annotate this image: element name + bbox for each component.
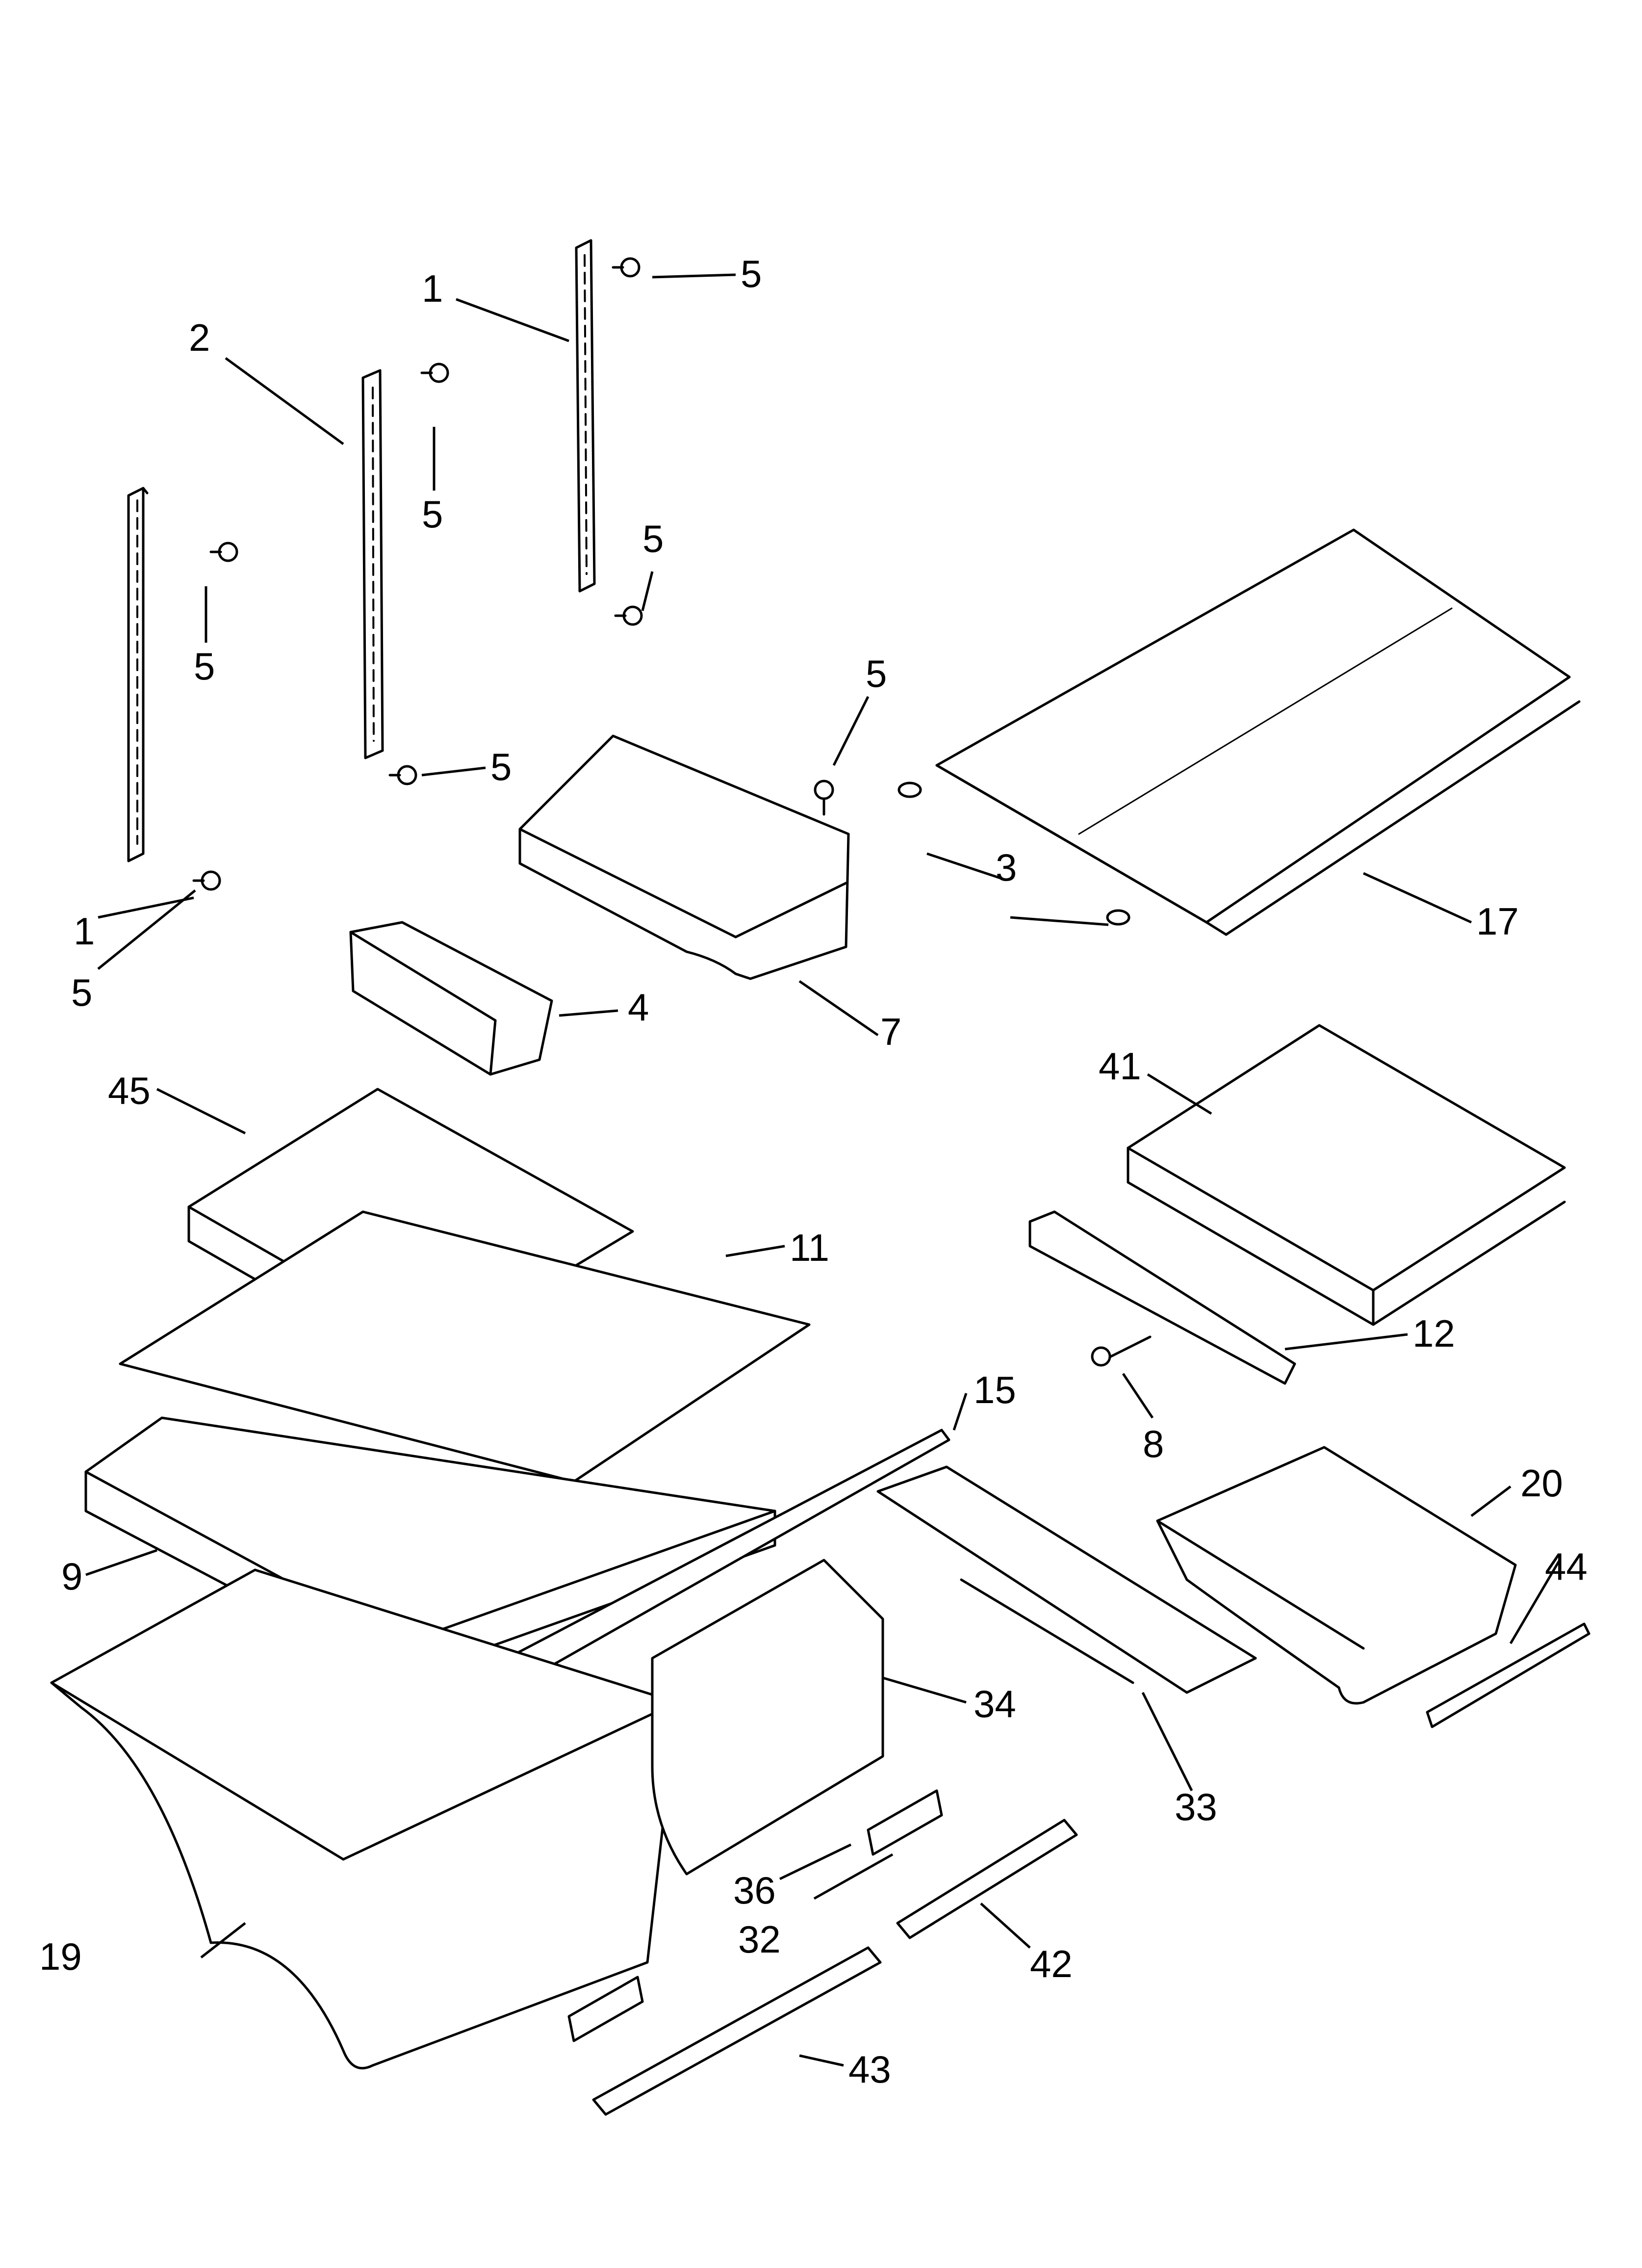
- screw-5: [388, 765, 417, 785]
- callout-5c: 5: [194, 645, 215, 688]
- callout-17: 17: [1476, 900, 1519, 943]
- crisper-left: [50, 1568, 678, 2070]
- shelf-bin: [518, 734, 850, 980]
- callout-5b: 5: [422, 493, 443, 536]
- callout-19: 19: [39, 1935, 82, 1978]
- trim-42: [896, 1819, 1078, 1939]
- leader-lines: [85, 273, 1561, 2067]
- wire-shelf: [935, 528, 1581, 936]
- small-bin: [349, 921, 553, 1076]
- callout-1a: 1: [422, 267, 443, 310]
- shelf-right: [1127, 1024, 1566, 1326]
- screw-8: [1091, 1335, 1152, 1367]
- callout-5f: 5: [866, 652, 887, 695]
- callout-9: 9: [61, 1555, 82, 1598]
- callout-5e: 5: [490, 745, 512, 788]
- callout-11: 11: [790, 1226, 829, 1269]
- callout-5a: 5: [741, 252, 762, 295]
- peg-2: [1106, 909, 1130, 926]
- callout-labels: 1 1 2 3 4 5 5 5 5 5 5 5 7 8 9 11 12 15 1…: [39, 252, 1588, 2091]
- screw-7: [814, 780, 834, 816]
- callout-34: 34: [974, 1682, 1016, 1725]
- screw-6: [192, 870, 221, 891]
- bracket-12: [1028, 1210, 1296, 1385]
- callout-20: 20: [1520, 1461, 1563, 1505]
- callout-42: 42: [1030, 1942, 1073, 1985]
- screw-4: [614, 605, 643, 626]
- callout-36: 36: [733, 1869, 776, 1912]
- screw-3: [209, 542, 238, 562]
- rail-middle: [361, 369, 384, 759]
- screw-2: [420, 363, 449, 383]
- callout-32: 32: [738, 1918, 781, 1961]
- callout-43: 43: [848, 2048, 891, 2091]
- peg-1: [898, 782, 922, 798]
- callout-4: 4: [628, 986, 649, 1029]
- callout-12: 12: [1412, 1312, 1455, 1355]
- callout-1b: 1: [74, 910, 95, 953]
- callout-15: 15: [974, 1368, 1016, 1411]
- trim-44: [1426, 1622, 1591, 1728]
- clip-upper: [867, 1789, 943, 1856]
- rail-left: [127, 487, 149, 862]
- callout-41: 41: [1099, 1044, 1141, 1088]
- crisper-right: [651, 1559, 884, 1876]
- drawer-rail: [876, 1465, 1257, 1694]
- screw-1: [612, 257, 641, 278]
- callout-3: 3: [996, 846, 1017, 889]
- callout-5g: 5: [71, 971, 92, 1014]
- callout-2: 2: [189, 316, 210, 359]
- glass-panel-11: [119, 1210, 811, 1483]
- clip-lower: [567, 1976, 644, 2042]
- callout-45: 45: [108, 1069, 151, 1112]
- callout-7: 7: [880, 1010, 901, 1053]
- meat-drawer: [1156, 1446, 1517, 1705]
- callout-8: 8: [1143, 1422, 1164, 1465]
- callout-44: 44: [1545, 1545, 1588, 1588]
- callout-33: 33: [1175, 1785, 1217, 1828]
- callout-5d: 5: [642, 517, 664, 560]
- rail-right: [575, 239, 596, 593]
- trim-43: [592, 1946, 882, 2116]
